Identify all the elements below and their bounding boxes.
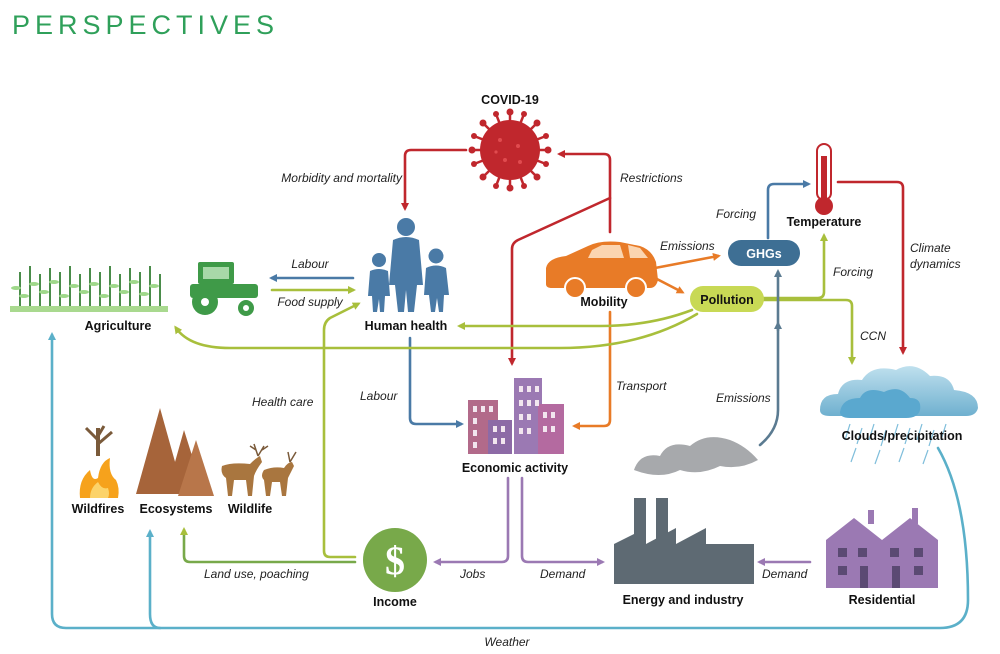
arrow-pollution-forcing-temp xyxy=(760,233,828,300)
edge-morbidity: Morbidity and mortality xyxy=(281,171,403,185)
edge-restrictions: Restrictions xyxy=(620,171,683,185)
edge-demand-res: Demand xyxy=(762,567,808,581)
edge-forcing-ghg: Forcing xyxy=(716,207,756,221)
edge-land-use: Land use, poaching xyxy=(204,567,309,581)
human-health-label: Human health xyxy=(365,319,448,333)
arrow-mobility-to-economic xyxy=(572,310,612,430)
edge-labour-agri: Labour xyxy=(291,257,329,271)
clouds-label: Clouds/precipitation xyxy=(842,429,963,443)
edge-emissions-industry: Emissions xyxy=(716,391,771,405)
arrow-ghgs-to-temperature xyxy=(766,180,811,240)
mobility-label: Mobility xyxy=(580,295,627,309)
arrow-pollution-ccn-clouds xyxy=(760,298,856,365)
economic-label: Economic activity xyxy=(462,461,568,475)
arrow-mobility-to-pollution xyxy=(653,276,685,294)
temperature-label: Temperature xyxy=(787,215,862,229)
car-icon xyxy=(546,241,658,299)
arrow-health-to-economic xyxy=(408,336,464,428)
covid-virus-icon xyxy=(468,108,552,192)
arrow-pollution-to-agriculture xyxy=(174,312,699,350)
edge-climate-dynamics-1: Climate xyxy=(910,241,951,255)
arrow-health-care xyxy=(322,302,361,559)
ghgs-node: GHGs xyxy=(728,240,800,266)
houses-icon xyxy=(826,508,938,588)
wildfire-icon xyxy=(79,425,119,498)
edge-weather: Weather xyxy=(484,635,530,649)
edge-demand-econ: Demand xyxy=(540,567,586,581)
edge-emissions-mobility: Emissions xyxy=(660,239,715,253)
wildfires-label: Wildfires xyxy=(72,502,125,516)
covid-label: COVID-19 xyxy=(481,93,539,107)
arrow-pollution-to-health xyxy=(457,308,694,330)
deer-icon xyxy=(221,443,297,496)
residential-label: Residential xyxy=(849,593,916,607)
edge-food-supply: Food supply xyxy=(277,295,343,309)
arrow-weather-loop xyxy=(48,332,970,630)
arrow-restrictions-to-economic xyxy=(508,196,612,366)
arrow-economic-to-income xyxy=(433,476,510,566)
ghgs-label: GHGs xyxy=(746,247,781,261)
dollar-symbol: $ xyxy=(385,538,405,583)
edge-ccn: CCN xyxy=(860,329,886,343)
arrow-industry-to-pollution xyxy=(758,321,782,447)
buildings-icon xyxy=(468,378,564,454)
arrow-economic-to-energy xyxy=(520,476,605,566)
edge-jobs: Jobs xyxy=(459,567,485,581)
clouds-icon xyxy=(820,366,978,465)
pollution-label: Pollution xyxy=(700,293,753,307)
family-icon xyxy=(368,218,449,312)
income-label: Income xyxy=(373,595,417,609)
income-icon: $ xyxy=(363,528,427,592)
arrow-land-use xyxy=(180,527,357,564)
edge-climate-dynamics-2: dynamics xyxy=(910,257,961,271)
wildlife-label: Wildlife xyxy=(228,502,272,516)
page-title: PERSPECTIVES xyxy=(12,10,280,40)
edge-transport: Transport xyxy=(616,379,667,393)
arrow-mobility-to-ghgs xyxy=(653,253,721,270)
edge-health-care: Health care xyxy=(252,395,314,409)
arrow-covid-to-health xyxy=(401,148,468,211)
trees-icon xyxy=(136,408,214,496)
factory-icon xyxy=(614,437,758,584)
arrow-temp-to-clouds xyxy=(836,180,907,355)
energy-label: Energy and industry xyxy=(623,593,744,607)
tractor-icon xyxy=(190,262,258,316)
thermometer-icon xyxy=(815,143,833,215)
edge-labour-econ: Labour xyxy=(360,389,398,403)
crop-leaves xyxy=(10,280,168,312)
edge-forcing-pollution: Forcing xyxy=(833,265,873,279)
ecosystems-label: Ecosystems xyxy=(140,502,213,516)
pollution-node: Pollution xyxy=(690,286,764,312)
crops-icon xyxy=(19,266,161,310)
arrow-weather-to-ecosystems xyxy=(146,529,162,630)
arrow-mobility-to-covid xyxy=(557,150,612,234)
agriculture-label: Agriculture xyxy=(85,319,152,333)
